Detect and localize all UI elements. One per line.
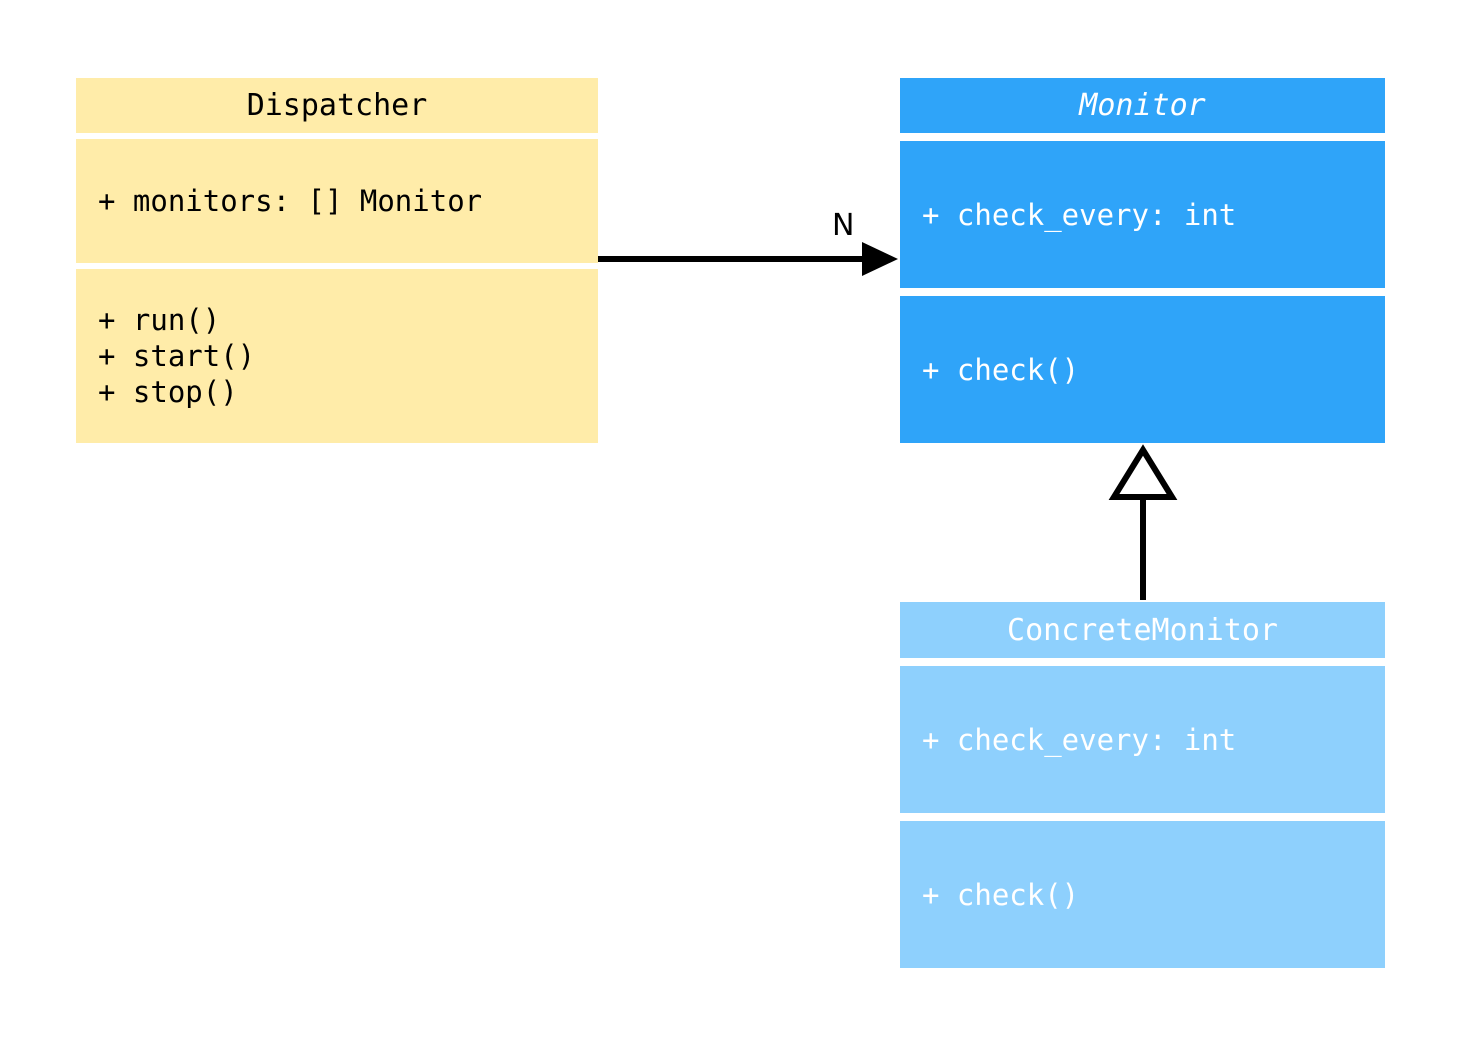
attributes-compartment-monitor: + check_every: int xyxy=(900,141,1385,288)
attribute-row: + monitors: [] Monitor xyxy=(98,184,483,218)
compartment-divider xyxy=(900,288,1385,296)
compartment-divider xyxy=(76,263,598,269)
attributes-compartment-dispatcher: + monitors: [] Monitor xyxy=(76,139,598,263)
compartment-divider xyxy=(900,813,1385,821)
filled-arrowhead-icon xyxy=(862,242,898,276)
attribute-row: + check_every: int xyxy=(922,722,1237,757)
method-row: + stop() xyxy=(98,375,238,409)
compartment-divider xyxy=(900,133,1385,141)
association-multiplicity-label: N xyxy=(832,208,855,243)
compartment-divider xyxy=(900,658,1385,666)
methods-compartment-monitor: + check() xyxy=(900,296,1385,443)
method-row: + check() xyxy=(922,352,1080,387)
attributes-compartment-concrete-monitor: + check_every: int xyxy=(900,666,1385,813)
class-box-dispatcher[interactable]: Dispatcher + monitors: [] Monitor + run(… xyxy=(76,78,598,443)
methods-compartment-dispatcher: + run() + start() + stop() xyxy=(76,269,598,443)
class-title-concrete-monitor: ConcreteMonitor xyxy=(900,602,1385,658)
method-row: + start() xyxy=(98,339,256,373)
class-title-dispatcher: Dispatcher xyxy=(76,78,598,133)
methods-compartment-concrete-monitor: + check() xyxy=(900,821,1385,968)
association-dispatcher-monitor xyxy=(598,242,898,276)
generalization-concrete-monitor xyxy=(1108,444,1178,600)
method-row: + run() xyxy=(98,303,221,337)
class-box-monitor[interactable]: Monitor + check_every: int + check() xyxy=(900,78,1385,443)
method-row: + check() xyxy=(922,877,1080,912)
class-title-monitor: Monitor xyxy=(900,78,1385,133)
hollow-triangle-arrowhead-icon xyxy=(1108,444,1178,500)
compartment-divider xyxy=(76,133,598,139)
attribute-row: + check_every: int xyxy=(922,197,1237,232)
class-box-concrete-monitor[interactable]: ConcreteMonitor + check_every: int + che… xyxy=(900,602,1385,968)
